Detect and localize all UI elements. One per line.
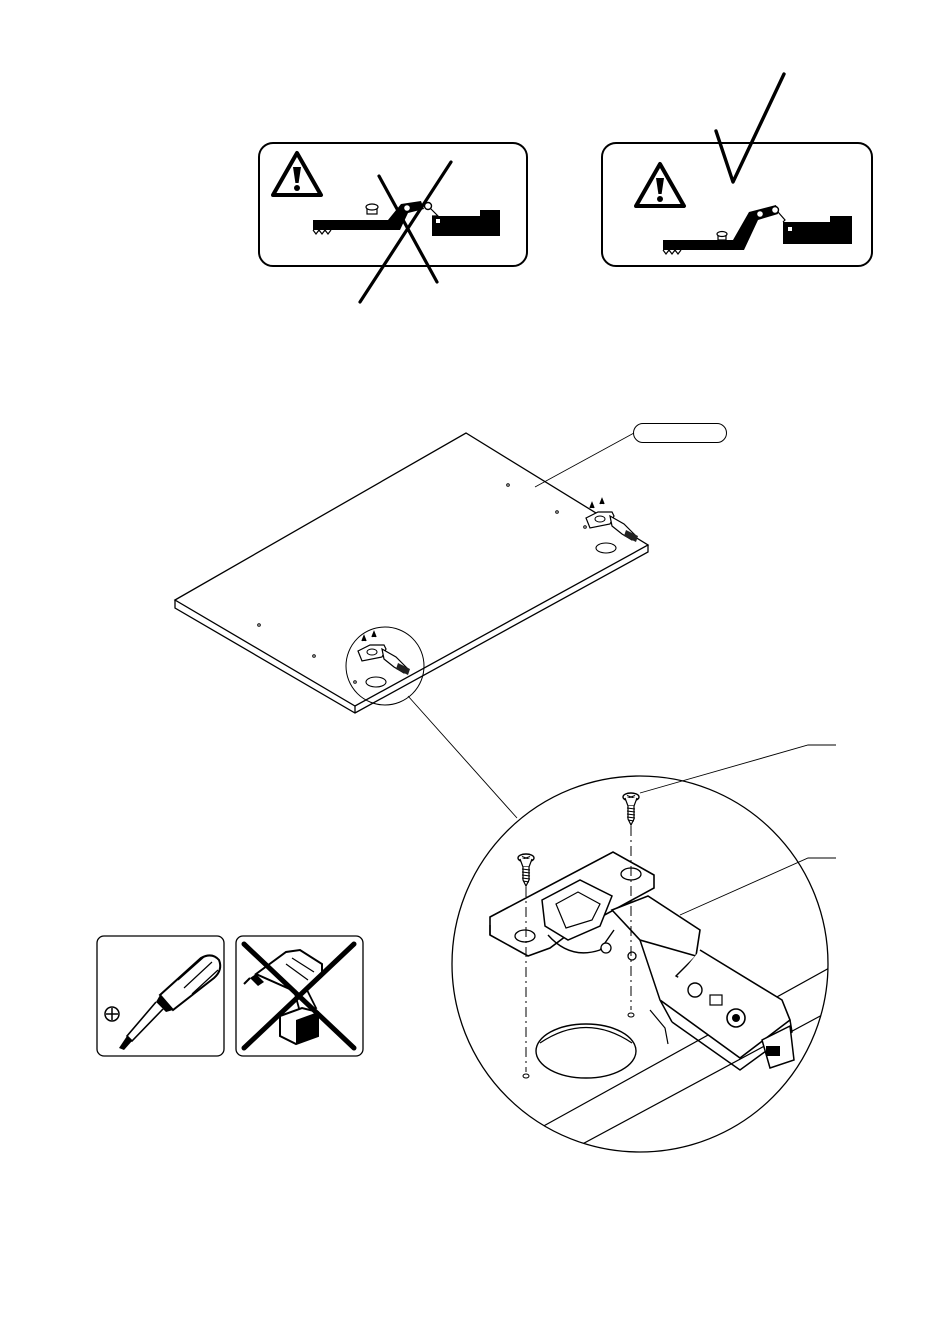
warning-box-correct bbox=[602, 74, 872, 266]
phillips-plus-icon bbox=[105, 1007, 119, 1021]
cup-hole bbox=[536, 1024, 636, 1078]
detail-magnified-view bbox=[452, 745, 850, 1152]
door-panel bbox=[175, 433, 648, 713]
tool-box-drill bbox=[236, 936, 363, 1056]
tool-box-screwdriver bbox=[97, 936, 224, 1056]
part-label-pill bbox=[633, 423, 727, 443]
warning-box-incorrect bbox=[259, 143, 527, 302]
detail-leader bbox=[408, 696, 517, 818]
part-label-leader bbox=[535, 433, 634, 487]
